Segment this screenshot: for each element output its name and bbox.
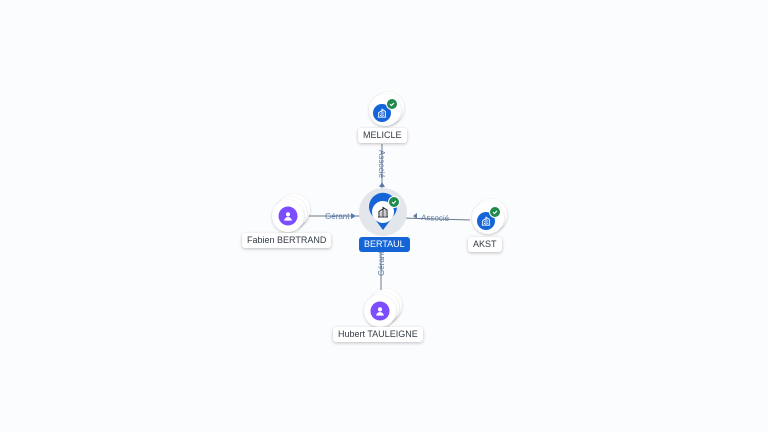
edge-top-label: Associé bbox=[377, 150, 386, 179]
node-melicle[interactable] bbox=[369, 92, 404, 126]
verified-badge bbox=[489, 206, 501, 218]
verified-badge bbox=[388, 196, 400, 208]
edge-right-label: Associé bbox=[421, 213, 450, 223]
node-hubert-tauleigne[interactable] bbox=[364, 289, 402, 327]
edge-bottom-label: Gérant bbox=[377, 251, 386, 276]
node-fabien-bertrand[interactable] bbox=[272, 194, 310, 232]
edge-top: Associé bbox=[377, 144, 386, 196]
node-label-hubert-tauleigne[interactable]: Hubert TAULEIGNE bbox=[333, 327, 423, 342]
node-akst[interactable] bbox=[472, 199, 507, 234]
edge-right: Associé bbox=[401, 213, 471, 223]
edge-left-label: Gérant bbox=[325, 212, 350, 221]
node-label-fabien-bertrand[interactable]: Fabien BERTRAND bbox=[242, 233, 332, 248]
verified-badge bbox=[386, 98, 398, 110]
node-label-melicle[interactable]: MELICLE bbox=[358, 128, 407, 143]
center-building-icon bbox=[378, 206, 388, 218]
node-label-bertaul[interactable]: BERTAUL bbox=[359, 237, 410, 252]
edge-left: Gérant bbox=[306, 212, 365, 221]
node-label-akst[interactable]: AKST bbox=[468, 237, 502, 252]
